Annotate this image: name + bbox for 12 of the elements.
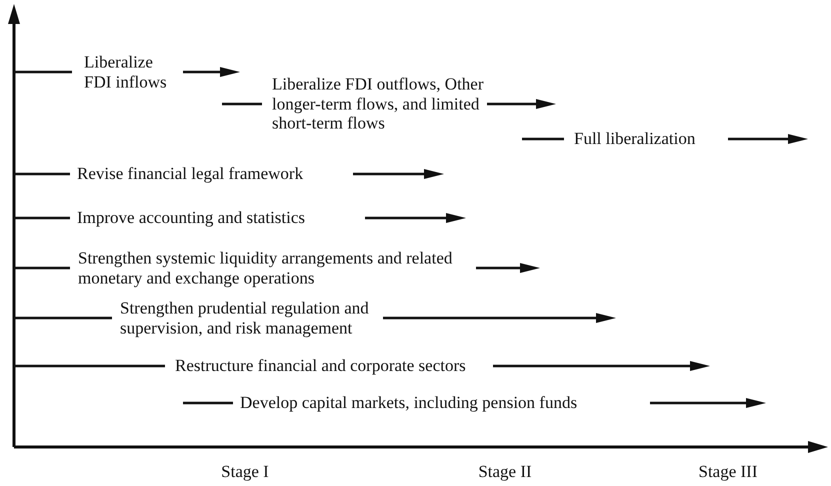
activity-label: Full liberalization <box>574 129 696 149</box>
stage-label: Stage I <box>221 462 269 482</box>
activity-label: Improve accounting and statistics <box>77 208 306 228</box>
activity-label: Strengthen systemic liquidity arrangements and related monetary and exchange operations <box>78 248 454 288</box>
activity-label: Develop capital markets, including pension funds <box>240 393 578 413</box>
activity-label: Liberalize FDI outflows, Other longer-term flows, and limited short-term flows <box>272 74 484 134</box>
activity-label: Restructure financial and corporate sectors <box>175 356 467 376</box>
activity-label: Strengthen prudential regulation and supervision, and risk management <box>120 298 370 338</box>
stage-label: Stage III <box>698 462 758 482</box>
activity-label: Revise financial legal framework <box>77 164 304 184</box>
stage-label: Stage II <box>478 462 532 482</box>
activity-label: Liberalize FDI inflows <box>84 52 168 92</box>
